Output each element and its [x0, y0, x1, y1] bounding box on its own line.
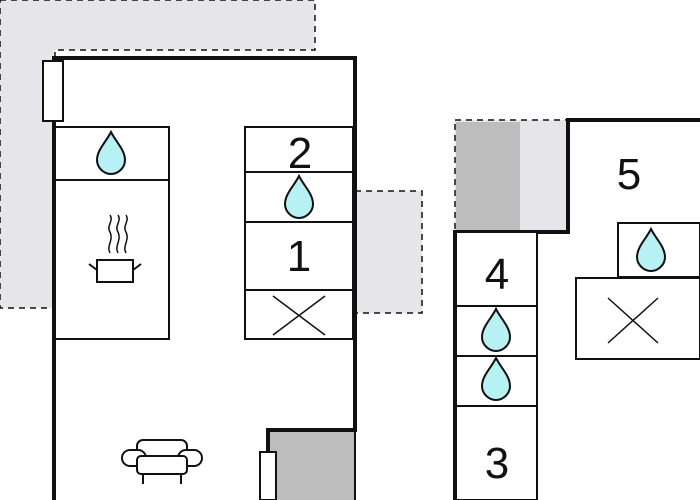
bed-cross-icon: [607, 297, 659, 344]
room-1: [244, 221, 354, 291]
terrace-top-left: [0, 0, 316, 309]
room-label-5: 5: [617, 150, 641, 199]
cooking-pot-icon: [88, 214, 142, 283]
room-label-3: 3: [485, 439, 509, 488]
stairs-upper: [456, 122, 520, 232]
balcony-right: [354, 190, 423, 314]
room-label-2: 2: [288, 129, 312, 178]
room-5-bed: [575, 277, 700, 360]
room-2-top: [244, 126, 354, 173]
room-label-1: 1: [287, 232, 311, 281]
window-left: [42, 60, 64, 122]
room-1-bed: [244, 289, 354, 340]
room-5-furniture: [575, 222, 700, 360]
room-4: [455, 231, 538, 307]
sofa-icon: [121, 439, 203, 484]
bed-cross-icon: [272, 295, 326, 336]
window-bottom: [259, 451, 277, 500]
room-3: [455, 405, 538, 500]
room-label-4: 4: [485, 250, 509, 299]
stairs-lower: [270, 430, 355, 500]
